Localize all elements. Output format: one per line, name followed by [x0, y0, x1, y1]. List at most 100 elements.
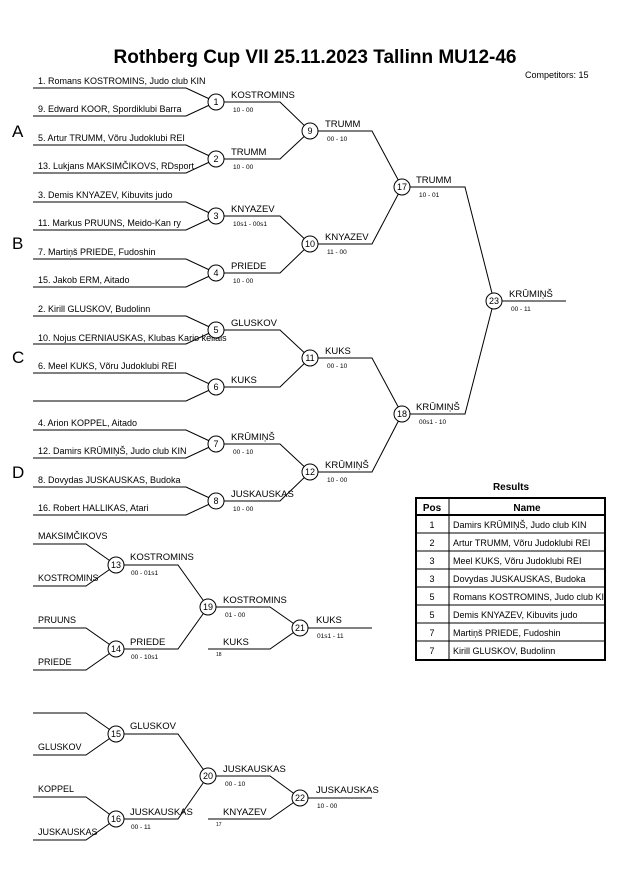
match-score: 00 - 11 — [131, 824, 151, 831]
result-name: Martiņš PRIEDE, Fudoshin — [453, 628, 561, 638]
match-8: 8 JUSKAUSKAS 10 - 00 — [207, 489, 294, 513]
entry-name: 6. Meel KUKS, Võru Judoklubi REI — [38, 361, 177, 371]
match-number: 12 — [305, 467, 315, 477]
match-number: 18 — [397, 409, 407, 419]
match-winner: KRŪMIŅŠ — [509, 289, 553, 300]
rep-entry-name: KOPPEL — [38, 784, 74, 794]
match-circle — [207, 435, 225, 453]
match-circle — [207, 150, 225, 168]
match-circle — [207, 492, 225, 510]
match-number: 19 — [203, 602, 213, 612]
result-name: Dovydas JUSKAUSKAS, Budoka — [453, 574, 586, 584]
entry-name: 12. Damirs KRŪMIŅŠ, Judo club KIN — [38, 446, 187, 456]
match-winner: KRŪMIŅŠ — [325, 460, 369, 471]
entry-name: 5. Artur TRUMM, Võru Judoklubi REI — [38, 133, 185, 143]
match-number: 23 — [489, 296, 499, 306]
match-winner: KOSTROMINS — [231, 90, 295, 101]
match-score: 10s1 - 00s1 — [233, 221, 267, 228]
match-23: 23 KRŪMIŅŠ 00 - 11 — [485, 289, 553, 313]
results-title: Results — [493, 482, 530, 493]
match-number: 17 — [397, 182, 407, 192]
match-score: 10 - 01 — [419, 192, 440, 199]
match-number: 15 — [111, 729, 121, 739]
match-circle — [107, 640, 125, 658]
match-circle — [291, 619, 309, 637]
pool-label-c: C — [12, 348, 24, 367]
match-number: 6 — [213, 382, 218, 392]
match-number: 4 — [213, 268, 218, 278]
rep-entry-name: MAKSIMČIKOVS — [38, 531, 108, 541]
match-number: 3 — [213, 211, 218, 221]
entry-name: 16. Robert HALLIKAS, Atari — [38, 503, 149, 513]
match-circle — [199, 767, 217, 785]
repechage-2: GLUSKOV KOPPEL JUSKAUSKAS 15 GLUSKOV 16 … — [33, 712, 379, 841]
match-score: 01 - 00 — [225, 612, 246, 619]
result-pos: 3 — [429, 574, 434, 584]
result-name: Meel KUKS, Võru Judoklubi REI — [453, 556, 582, 566]
match-score: 10 - 00 — [233, 506, 254, 513]
match-18: 18 KRŪMIŅŠ 00s1 - 10 — [393, 402, 460, 426]
match-winner: KOSTROMINS — [130, 552, 194, 563]
match-number: 2 — [213, 154, 218, 164]
match-7: 7 KRŪMIŅŠ 00 - 10 — [207, 432, 275, 456]
rep-entry-name: PRIEDE — [38, 657, 72, 667]
match-score: 00 - 10s1 — [131, 654, 158, 661]
match-5: 5 GLUSKOV — [207, 318, 278, 339]
match-4: 4 PRIEDE 10 - 00 — [207, 261, 266, 285]
pool-label-b: B — [12, 234, 23, 253]
entry-name: 2. Kirill GLUSKOV, Budolinn — [38, 304, 150, 314]
dropped-competitor: KNYAZEV — [223, 807, 267, 818]
results-table: Results Pos Name 1 Damirs KRŪMIŅŠ, Judo … — [415, 482, 611, 661]
result-name: Demis KNYAZEV, Kibuvits judo — [453, 610, 578, 620]
match-circle — [393, 405, 411, 423]
result-pos: 3 — [429, 556, 434, 566]
result-name: Romans KOSTROMINS, Judo club KIN — [453, 592, 611, 602]
match-number: 16 — [111, 814, 121, 824]
match-circle — [291, 789, 309, 807]
results-header-pos: Pos — [423, 503, 442, 514]
rep-entry-name: JUSKAUSKAS — [38, 827, 98, 837]
match-score: 00 - 10 — [233, 449, 254, 456]
entry-name: 4. Arion KOPPEL, Aitado — [38, 418, 137, 428]
match-number: 14 — [111, 644, 121, 654]
match-score: 00 - 10 — [327, 136, 348, 143]
match-circle — [301, 463, 319, 481]
match-score: 10 - 00 — [233, 107, 254, 114]
result-name: Damirs KRŪMIŅŠ, Judo club KIN — [453, 520, 587, 530]
match-10: 10 KNYAZEV 11 - 00 — [301, 232, 369, 256]
match-winner: PRIEDE — [130, 637, 165, 648]
match-number: 22 — [295, 793, 305, 803]
match-number: 11 — [305, 353, 314, 363]
match-number: 9 — [307, 126, 312, 136]
match-number: 8 — [213, 496, 218, 506]
match-score: 00 - 10 — [225, 781, 246, 788]
match-circle — [301, 122, 319, 140]
match-winner: KRŪMIŅŠ — [231, 432, 275, 443]
match-number: 10 — [305, 239, 315, 249]
match-number: 21 — [295, 623, 305, 633]
match-winner: KNYAZEV — [231, 204, 275, 215]
match-winner: JUSKAUSKAS — [223, 764, 286, 775]
match-winner: KUKS — [325, 346, 351, 357]
repechage-1: MAKSIMČIKOVS KOSTROMINS PRUUNS PRIEDE 13… — [33, 531, 372, 671]
match-winner: KUKS — [231, 375, 257, 386]
match-score: 10 - 00 — [317, 803, 338, 810]
rep-entry-name: PRUUNS — [38, 615, 76, 625]
result-pos: 5 — [429, 610, 434, 620]
main-connectors — [216, 101, 566, 502]
entry-name: 7. Martiņš PRIEDE, Fudoshin — [38, 247, 156, 257]
match-circle — [207, 207, 225, 225]
result-name: Kirill GLUSKOV, Budolinn — [453, 646, 555, 656]
match-number: 20 — [203, 771, 213, 781]
match-score: 00s1 - 10 — [419, 419, 446, 426]
entry-name: 1. Romans KOSTROMINS, Judo club KIN — [38, 76, 206, 86]
match-winner: KNYAZEV — [325, 232, 369, 243]
match-winner: KRŪMIŅŠ — [416, 402, 460, 413]
page-title: Rothberg Cup VII 25.11.2023 Tallinn MU12… — [114, 47, 517, 68]
match-score: 11 - 00 — [327, 249, 347, 256]
rep-entry-name: KOSTROMINS — [38, 573, 99, 583]
entry-name: 3. Demis KNYAZEV, Kibuvits judo — [38, 190, 173, 200]
match-9: 9 TRUMM 00 - 10 — [301, 119, 360, 143]
match-winner: JUSKAUSKAS — [130, 807, 193, 818]
match-circle — [107, 556, 125, 574]
